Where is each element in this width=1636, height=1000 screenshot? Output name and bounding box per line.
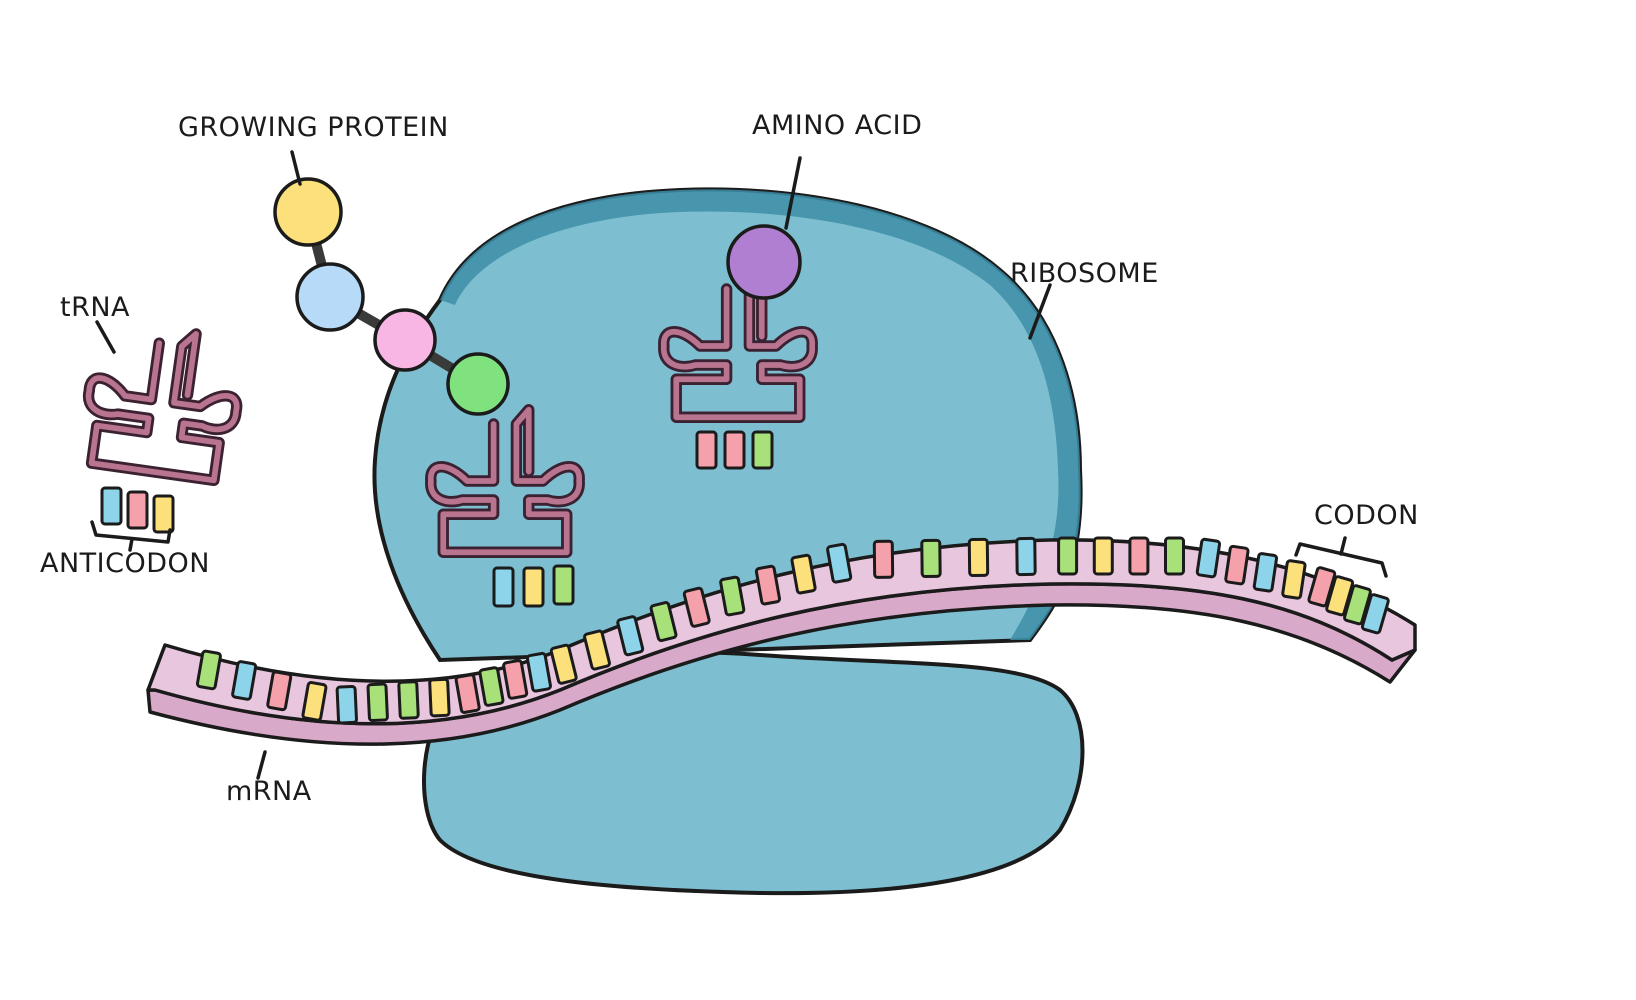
ribosome-leader bbox=[1028, 283, 1052, 340]
label-mrna: mRNA bbox=[226, 776, 312, 807]
codon-bracket bbox=[1294, 536, 1388, 578]
codon-base bbox=[301, 681, 328, 722]
codon-base bbox=[478, 666, 505, 707]
codon-base bbox=[231, 660, 258, 701]
growing-protein-leader bbox=[290, 150, 302, 186]
codon-base bbox=[1325, 575, 1355, 617]
trna-incoming-anticodon bbox=[695, 430, 774, 470]
codon-base bbox=[1057, 536, 1079, 576]
codon-base bbox=[195, 649, 222, 691]
codon-base bbox=[583, 629, 611, 671]
trna-in-ribosome-anticodon bbox=[492, 564, 575, 608]
codon-base bbox=[719, 575, 746, 617]
label-codon: CODON bbox=[1314, 500, 1419, 531]
codon-base bbox=[525, 651, 552, 693]
growing-protein-chain bbox=[273, 177, 510, 416]
codon-base bbox=[1281, 559, 1307, 600]
mrna-leader bbox=[256, 750, 267, 780]
codon-base bbox=[1360, 593, 1390, 635]
ribosome-small-subunit bbox=[422, 650, 1085, 896]
label-trna: tRNA bbox=[60, 292, 130, 323]
codon-base bbox=[872, 539, 895, 579]
codon-base bbox=[366, 682, 389, 723]
codon-base bbox=[335, 684, 358, 725]
codon-base bbox=[502, 659, 529, 700]
codon-base bbox=[826, 542, 853, 584]
codon-base bbox=[1164, 536, 1185, 576]
mrna-codon-bases bbox=[195, 536, 1390, 725]
label-anticodon: ANTICODON bbox=[40, 548, 210, 579]
label-ribosome: RIBOSOME bbox=[1010, 258, 1159, 289]
label-amino-acid: AMINO ACID bbox=[752, 110, 922, 141]
anticodon-bracket bbox=[90, 520, 172, 552]
codon-base bbox=[1015, 536, 1037, 577]
codon-base bbox=[549, 643, 578, 685]
codon-base bbox=[428, 677, 451, 718]
codon-base bbox=[1224, 544, 1250, 586]
trna-free bbox=[79, 320, 246, 482]
amino-acid-yellow bbox=[273, 177, 343, 247]
codon-base bbox=[1307, 566, 1337, 608]
codon-base bbox=[1195, 537, 1222, 579]
trna-leader bbox=[95, 320, 116, 354]
codon-base bbox=[920, 538, 942, 578]
codon-base bbox=[1128, 536, 1150, 576]
codon-base bbox=[1092, 536, 1114, 576]
codon-base bbox=[649, 601, 678, 643]
codon-base bbox=[616, 615, 645, 657]
trna-free-anticodon bbox=[100, 486, 175, 534]
codon-base bbox=[1252, 552, 1279, 593]
amino-acid-blue bbox=[295, 262, 365, 332]
codon-base bbox=[682, 586, 711, 628]
label-growing-protein: GROWING PROTEIN bbox=[178, 112, 449, 143]
amino-acid-purple bbox=[726, 224, 802, 300]
codon-base bbox=[1343, 584, 1372, 626]
amino-acid-leader bbox=[784, 156, 802, 230]
codon-base bbox=[790, 553, 817, 595]
amino-acid-pink bbox=[373, 308, 437, 372]
codon-base bbox=[454, 673, 481, 714]
amino-acid-green bbox=[446, 352, 510, 416]
codon-base bbox=[266, 670, 293, 712]
codon-base bbox=[397, 680, 420, 720]
codon-base bbox=[754, 564, 782, 606]
codon-base bbox=[967, 537, 990, 577]
